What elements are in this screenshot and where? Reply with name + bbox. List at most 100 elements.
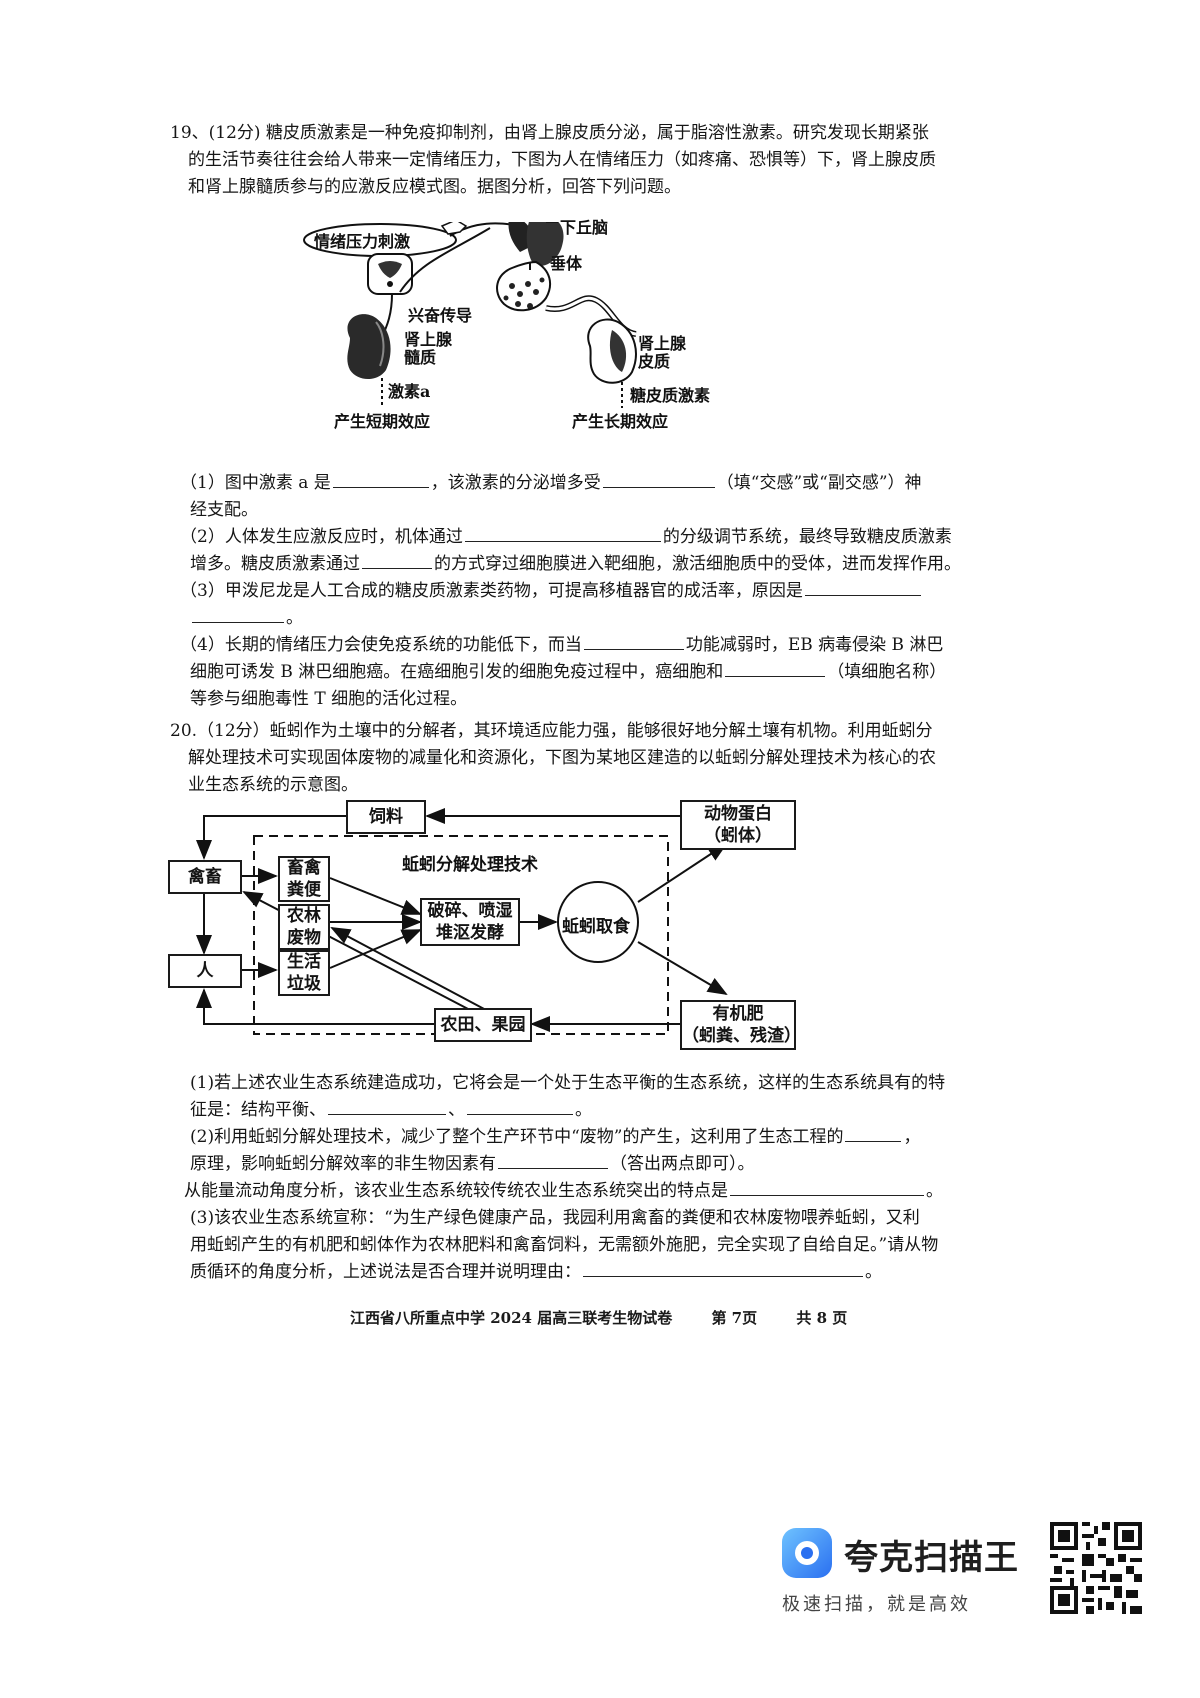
scanner-app-name: 夸克扫描王	[844, 1538, 1019, 1578]
text: 。	[865, 1262, 882, 1282]
livestock-box: 禽畜	[168, 860, 242, 894]
stimulus-label: 情绪压力刺激	[314, 232, 411, 251]
q19-3-line2: 。	[180, 605, 961, 632]
q20-3-line1: (3)该农业生态系统宣称：“为生产绿色健康产品，我园利用禽畜的粪便和农林废物喂养…	[190, 1208, 920, 1228]
adrenal-cortex-label-2: 皮质	[638, 352, 671, 371]
garbage-box: 生活 垃圾	[278, 950, 330, 996]
q20-3-line3: 质循环的角度分析，上述说法是否合理并说明理由： 。	[190, 1259, 945, 1286]
answer-blank[interactable]	[192, 606, 284, 623]
tech-title: 蚯蚓分解处理技术	[402, 855, 538, 875]
stress-response-diagram: 情绪压力刺激 下丘脑 垂体 兴奋传导 肾上腺 髓质 肾上腺 皮质 激素a 糖皮质…	[300, 213, 820, 467]
text-line: 20.（12分）蚯蚓作为土壤中的分解者，其环境适应能力强，能够很好地分解土壤有机…	[170, 721, 933, 741]
answer-blank[interactable]	[845, 1125, 902, 1142]
answer-blank[interactable]	[725, 660, 826, 677]
q20-1-line2: 征是：结构平衡、、。	[190, 1097, 945, 1124]
q20-subquestions: (1)若上述农业生态系统建造成功，它将会是一个处于生态平衡的生态系统，这样的生态…	[184, 1070, 946, 1286]
brain-hypothalamus-pituitary	[496, 213, 564, 312]
text-line: 和肾上腺髓质参与的应激反应模式图。据图分析，回答下列问题。	[188, 177, 681, 197]
text: 从能量流动角度分析，该农业生态系统较传统农业生态系统突出的特点是	[184, 1181, 728, 1201]
text: 。	[286, 608, 303, 628]
q20-3-line2: 用蚯蚓产生的有机肥和蚓体作为农林肥料和禽畜饲料，无需额外施肥，完全实现了自给自足…	[190, 1235, 939, 1255]
fertilizer-line1: 有机肥	[712, 1004, 764, 1024]
process-box: 破碎、喷湿 堆沤发酵	[420, 898, 520, 946]
long-effect-label: 产生长期效应	[572, 412, 669, 431]
earthworm-circle	[557, 881, 639, 963]
q19-2-line2: 增多。糖皮质激素通过 的方式穿过细胞膜进入靶细胞，激活细胞质中的受体，进而发挥作用…	[180, 551, 961, 578]
q20-2-line2: 原理，影响蚯蚓分解效率的非生物因素有 （答出两点即可）。	[190, 1151, 945, 1178]
text: （3）甲泼尼龙是人工合成的糖皮质激素类药物，可提高移植器官的成活率，原因是	[180, 581, 803, 601]
animal-protein-line1: 动物蛋白	[704, 804, 772, 824]
adrenal-medulla-organ	[347, 314, 391, 379]
animal-protein-box: 动物蛋白 （蚓体）	[680, 800, 796, 850]
human-box: 人	[168, 954, 242, 988]
short-effect-label: 产生短期效应	[334, 412, 431, 431]
conduction-label: 兴奋传导	[408, 306, 473, 325]
q19-1-line1: （1）图中激素 a 是 ，该激素的分泌增多受 （填“交感”或“副交感”）神	[180, 470, 961, 497]
text-line: 19、(12分) 糖皮质激素是一种免疫抑制剂，由肾上腺皮质分泌，属于脂溶性激素。…	[170, 123, 929, 143]
answer-blank[interactable]	[602, 471, 715, 488]
forest-waste-line1: 农林	[287, 906, 321, 926]
page-number: 第 7页	[711, 1309, 758, 1327]
q20-2-line3: 从能量流动角度分析，该农业生态系统较传统农业生态系统突出的特点是。	[184, 1178, 945, 1205]
q19-3-line1: （3）甲泼尼龙是人工合成的糖皮质激素类药物，可提高移植器官的成活率，原因是	[180, 578, 961, 605]
text: (2)利用蚯蚓分解处理技术，减少了整个生产环节中“废物”的产生，这利用了生态工程…	[190, 1127, 844, 1147]
text: 的分级调节系统，最终导致糖皮质激素	[662, 527, 952, 547]
text: 功能减弱时，EB 病毒侵染 B 淋巴	[685, 635, 944, 655]
text: 细胞可诱发 B 淋巴细胞癌。在癌细胞引发的细胞免疫过程中，癌细胞和	[190, 662, 724, 682]
page-footer: 江西省八所重点中学 2024 届高三联考生物试卷 第 7页 共 8 页	[350, 1307, 881, 1328]
feed-box: 饲料	[346, 800, 426, 834]
q19-4-line3: 等参与细胞毒性 T 细胞的活化过程。	[190, 689, 468, 709]
text: （填细胞名称）	[827, 662, 947, 682]
text: （1）图中激素 a 是	[180, 473, 331, 493]
text: 征是：结构平衡、	[190, 1100, 326, 1120]
answer-blank[interactable]	[583, 1260, 863, 1277]
q19-1-line2: 经支配。	[190, 500, 258, 520]
answer-blank[interactable]	[498, 1152, 608, 1169]
answer-blank[interactable]	[464, 525, 661, 542]
text: ，该激素的分泌增多受	[430, 473, 601, 493]
answer-blank[interactable]	[730, 1179, 924, 1196]
q19-intro: 19、(12分) 糖皮质激素是一种免疫抑制剂，由肾上腺皮质分泌，属于脂溶性激素。…	[170, 120, 936, 201]
answer-blank[interactable]	[467, 1098, 573, 1115]
q20-1-line1: (1)若上述农业生态系统建造成功，它将会是一个处于生态平衡的生态系统，这样的生态…	[190, 1073, 946, 1093]
answer-blank[interactable]	[804, 579, 921, 596]
answer-blank[interactable]	[332, 471, 429, 488]
adrenal-cortex-organ	[587, 318, 637, 384]
answer-blank[interactable]	[328, 1098, 446, 1115]
descending-nerve	[399, 227, 491, 293]
text: （填“交感”或“副交感”）神	[716, 473, 922, 493]
q20-2-line1: (2)利用蚯蚓分解处理技术，减少了整个生产环节中“废物”的产生，这利用了生态工程…	[190, 1124, 945, 1151]
text-line: 解处理技术可实现固体废物的减量化和资源化，下图为某地区建造的以蚯蚓分解处理技术为…	[188, 748, 936, 768]
text: 增多。糖皮质激素通过	[190, 554, 360, 574]
qr-code-icon	[1050, 1522, 1142, 1614]
text: （答出两点即可）。	[610, 1154, 755, 1174]
text: 质循环的角度分析，上述说法是否合理并说明理由：	[190, 1262, 581, 1282]
process-line2: 堆沤发酵	[436, 923, 504, 943]
exam-title: 江西省八所重点中学 2024 届高三联考生物试卷	[350, 1309, 673, 1327]
pituitary-label: 垂体	[550, 254, 583, 273]
agro-ecosystem-diagram: 饲料 动物蛋白 （蚓体） 蚯蚓分解处理技术 禽畜 畜禽 粪便 农林 废物 生活 …	[168, 798, 880, 1063]
answer-blank[interactable]	[583, 633, 684, 650]
text: 。	[575, 1100, 592, 1120]
text-line: 业生态系统的示意图。	[188, 775, 358, 795]
text: 的方式穿过细胞膜进入靶细胞，激活细胞质中的受体，进而发挥作用。	[434, 554, 961, 574]
hypothalamus-label: 下丘脑	[560, 218, 609, 237]
scanner-watermark: 夸克扫描王 极速扫描，就是高效	[782, 1522, 1142, 1622]
text: ，	[903, 1127, 921, 1147]
text: 原理，影响蚯蚓分解效率的非生物因素有	[190, 1154, 496, 1174]
manure-box: 畜禽 粪便	[278, 856, 330, 902]
fields-box: 农田、果园	[434, 1008, 532, 1042]
manure-line1: 畜禽	[287, 858, 321, 878]
page-total: 共 8 页	[796, 1309, 848, 1327]
adrenal-cortex-label-1: 肾上腺	[638, 334, 687, 353]
forest-waste-line2: 废物	[287, 928, 321, 948]
answer-blank[interactable]	[362, 552, 432, 569]
adrenal-medulla-label-2: 髓质	[404, 348, 437, 367]
forest-waste-box: 农林 废物	[278, 904, 330, 950]
fertilizer-line2: （蚓粪、残渣）	[682, 1026, 801, 1046]
scanner-slogan: 极速扫描，就是高效	[782, 1594, 971, 1615]
animal-protein-line2: （蚓体）	[704, 826, 772, 846]
fertilizer-box: 有机肥 （蚓粪、残渣）	[680, 1000, 801, 1050]
manure-line2: 粪便	[287, 880, 321, 900]
garbage-line2: 垃圾	[287, 974, 321, 994]
